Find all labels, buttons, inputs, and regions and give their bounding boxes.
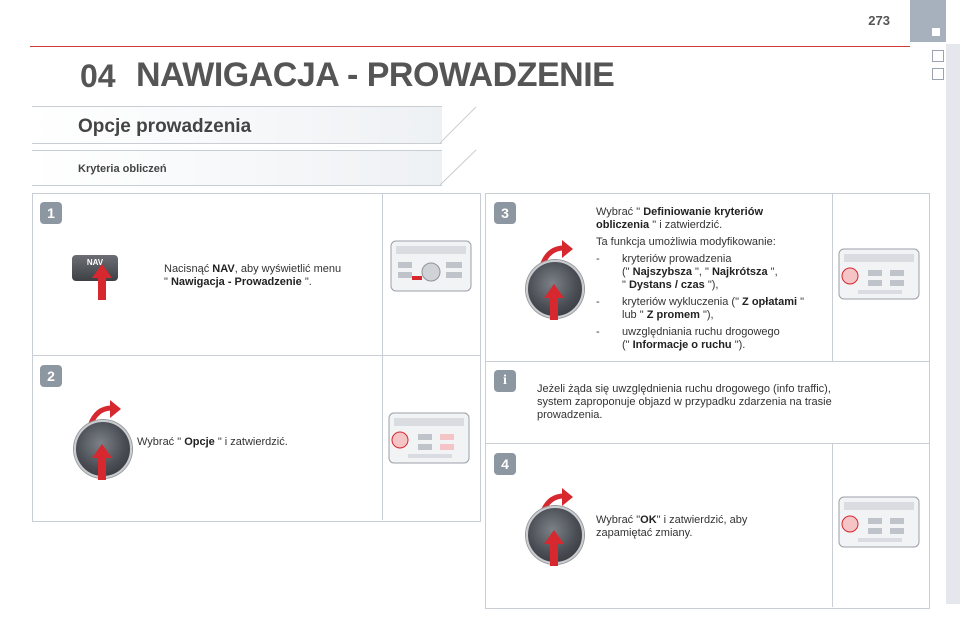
- step-1-badge: 1: [40, 202, 62, 224]
- step-4-text: Wybrać "OK" i zatwierdzić, aby zapamięta…: [596, 514, 748, 539]
- chapter-tab-active: [910, 0, 946, 42]
- step-3-text: Wybrać " Definiowanie kryteriów obliczen…: [596, 206, 805, 351]
- chapter-title: NAWIGACJA - PROWADZENIE: [136, 56, 615, 94]
- side-stripe: [946, 44, 960, 604]
- subsection-band-corner: [440, 149, 477, 186]
- press-arrow-icon: [544, 530, 564, 566]
- section-title: Opcje prowadzenia: [78, 116, 252, 137]
- radio-thumbnail: [838, 248, 920, 300]
- header-rule: [30, 46, 910, 47]
- info-text: Jeżeli żąda się uwzględnienia ruchu drog…: [537, 383, 832, 421]
- press-arrow-icon: [92, 444, 112, 480]
- step-2-badge: 2: [40, 365, 62, 387]
- right-panel-separator: [485, 361, 929, 362]
- radio-thumbnail: [838, 496, 920, 548]
- step-3-badge: 3: [494, 202, 516, 224]
- section-band-corner: [440, 106, 477, 144]
- step-1-text: Nacisnąć NAV, aby wyświetlić menu " Nawi…: [164, 263, 342, 288]
- radio-thumbnail: [388, 412, 470, 464]
- chapter-tab: [932, 68, 944, 80]
- press-arrow-icon: [92, 264, 112, 300]
- right-panel-divider: [832, 193, 833, 361]
- info-icon: i: [494, 370, 516, 392]
- step-4-badge: 4: [494, 453, 516, 475]
- page-number: 273: [868, 13, 890, 28]
- left-panel-separator: [32, 355, 480, 356]
- left-panel-divider: [382, 193, 383, 520]
- right-panel-divider: [832, 443, 833, 607]
- right-panel-separator: [485, 443, 929, 444]
- radio-thumbnail: [390, 240, 472, 292]
- subsection-title: Kryteria obliczeń: [78, 163, 167, 175]
- press-arrow-icon: [544, 284, 564, 320]
- step-2-text: Wybrać " Opcje " i zatwierdzić.: [137, 436, 288, 448]
- nav-button-label: NAV: [86, 258, 104, 267]
- subsection-band: [32, 150, 442, 186]
- section-band: [32, 106, 442, 144]
- chapter-number: 04: [80, 58, 116, 94]
- chapter-tab: [932, 50, 944, 62]
